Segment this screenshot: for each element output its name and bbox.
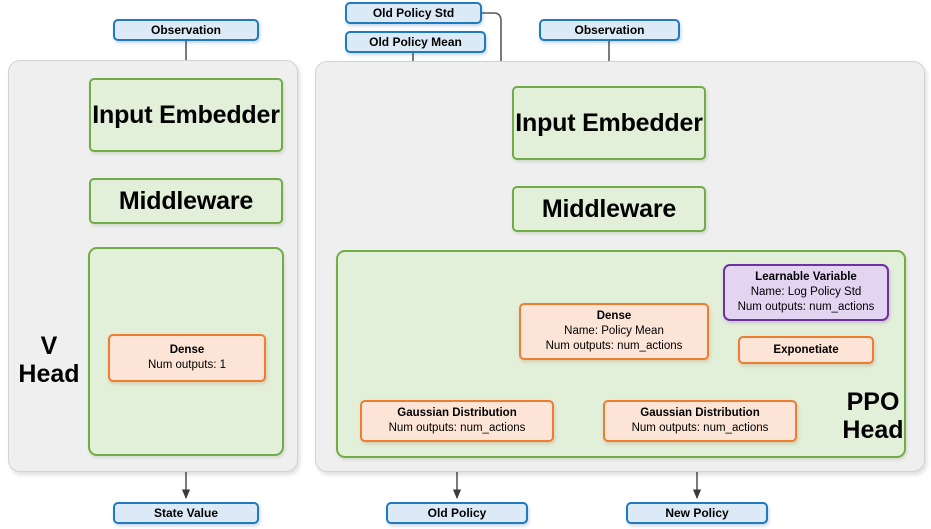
ppo-old-policy-output[interactable]: Old Policy xyxy=(386,502,528,524)
v-head-caption: V Head xyxy=(14,332,84,388)
ppo-old-policy-std-input[interactable]: Old Policy Std xyxy=(345,2,482,24)
ppo-exponentiate[interactable]: Exponetiate xyxy=(738,336,874,364)
ppo-observation-label: Observation xyxy=(574,23,645,37)
ppo-middleware-label: Middleware xyxy=(541,194,677,223)
ppo-learnable-variable[interactable]: Learnable Variable Name: Log Policy Std … xyxy=(723,264,889,321)
ppo-gaussian-old-title: Gaussian Distribution xyxy=(397,407,517,419)
v-head-caption-line2: Head xyxy=(18,360,80,388)
ppo-learnable-variable-title: Learnable Variable xyxy=(755,271,857,283)
ppo-gaussian-new-title: Gaussian Distribution xyxy=(640,407,760,419)
ppo-new-policy-output-label: New Policy xyxy=(665,506,729,520)
ppo-gaussian-distribution-old[interactable]: Gaussian Distribution Num outputs: num_a… xyxy=(360,400,554,442)
ppo-input-embedder[interactable]: Input Embedder xyxy=(512,86,706,160)
ppo-dense-title: Dense xyxy=(596,310,632,322)
v-head-caption-line1: V xyxy=(40,332,58,360)
ppo-dense-outputs: Num outputs: num_actions xyxy=(545,340,683,352)
v-head-state-value-output[interactable]: State Value xyxy=(113,502,259,524)
ppo-dense-name: Name: Policy Mean xyxy=(564,325,664,337)
ppo-middleware[interactable]: Middleware xyxy=(512,186,706,232)
ppo-gaussian-new-outputs: Num outputs: num_actions xyxy=(631,422,769,434)
ppo-old-policy-std-label: Old Policy Std xyxy=(372,6,455,20)
ppo-old-policy-mean-label: Old Policy Mean xyxy=(369,35,462,49)
v-head-dense[interactable]: Dense Num outputs: 1 xyxy=(108,334,266,382)
ppo-observation-input[interactable]: Observation xyxy=(539,19,680,41)
v-head-middleware[interactable]: Middleware xyxy=(89,178,283,224)
ppo-head-caption: PPO Head xyxy=(820,388,926,444)
ppo-old-policy-mean-input[interactable]: Old Policy Mean xyxy=(345,31,486,53)
ppo-old-policy-output-label: Old Policy xyxy=(427,506,487,520)
ppo-learnable-variable-name: Name: Log Policy Std xyxy=(750,286,862,298)
ppo-exponentiate-label: Exponetiate xyxy=(773,343,839,356)
ppo-input-embedder-label: Input Embedder xyxy=(515,108,703,137)
ppo-learnable-variable-outputs: Num outputs: num_actions xyxy=(737,301,875,313)
ppo-gaussian-distribution-new[interactable]: Gaussian Distribution Num outputs: num_a… xyxy=(603,400,797,442)
ppo-new-policy-output[interactable]: New Policy xyxy=(626,502,768,524)
v-head-input-embedder-label: Input Embedder xyxy=(92,100,280,129)
ppo-head-caption-line2: Head xyxy=(842,416,904,444)
ppo-head-caption-line1: PPO xyxy=(846,388,900,416)
ppo-dense-policy-mean[interactable]: Dense Name: Policy Mean Num outputs: num… xyxy=(519,303,709,360)
v-head-dense-title: Dense xyxy=(169,344,205,356)
v-head-input-embedder[interactable]: Input Embedder xyxy=(89,78,283,152)
ppo-gaussian-old-outputs: Num outputs: num_actions xyxy=(388,422,526,434)
v-head-dense-outputs: Num outputs: 1 xyxy=(148,359,226,371)
v-head-observation-label: Observation xyxy=(150,23,222,37)
v-head-state-value-label: State Value xyxy=(153,506,219,520)
v-head-middleware-label: Middleware xyxy=(118,186,254,215)
v-head-observation-input[interactable]: Observation xyxy=(113,19,259,41)
